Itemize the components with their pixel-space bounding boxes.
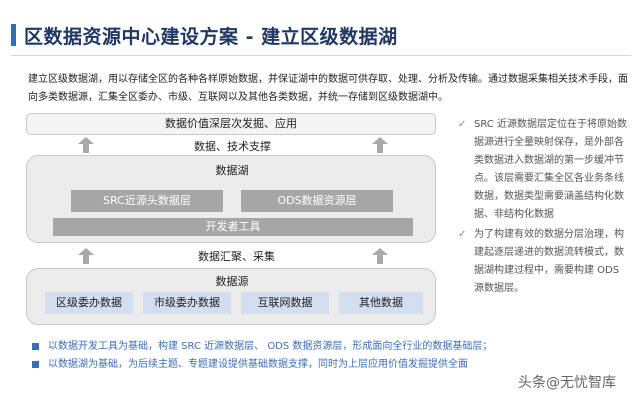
data-lake-title: 数据湖 (215, 164, 249, 177)
page-title: 区数据资源中心建设方案 - 建立区级数据湖 (24, 26, 398, 48)
collection-label: 数据汇聚、采集 (198, 250, 275, 263)
bottom-notes: 以数据开发工具为基础，构建 SRC 近源数据层、 ODS 数据资源层，形成面向全… (30, 338, 510, 374)
support-label: 数据、技术支撑 (194, 140, 271, 153)
data-source-container: 数据源 区级委办数据 市级委办数据 互联网数据 其他数据 (26, 268, 436, 325)
intro-paragraph: 建立区级数据湖，用以存储全区的各种各样原始数据，并保证湖中的数据可供存取、处理、… (28, 74, 628, 103)
title-accent-bar (11, 24, 16, 46)
data-source-title: 数据源 (215, 275, 249, 288)
data-lake-container: 数据湖 SRC近源头数据层 ODS数据资源层 开发者工具 (26, 155, 436, 243)
bottom-note-text: 以数据开发工具为基础，构建 SRC 近源数据层、 ODS 数据资源层，形成面向全… (48, 341, 493, 352)
up-arrow-icon (78, 137, 94, 153)
watermark-text: 头条@无忧智库 (518, 375, 616, 391)
side-note: ✓ 为了构建有效的数据分层治理，构建起逐层递进的数据流转模式，数据湖构建过程中，… (456, 226, 632, 298)
bottom-note: 以数据开发工具为基础，构建 SRC 近源数据层、 ODS 数据资源层，形成面向全… (30, 338, 510, 356)
source-item-internet: 互联网数据 (241, 292, 329, 314)
side-note: ✓ SRC 近源数据层定位在于将原始数据源进行全量映射保存，是外部各类数据进入数… (456, 116, 632, 224)
watermark: 头条@无忧智库 (518, 370, 636, 392)
ods-layer-box: ODS数据资源层 (241, 190, 393, 212)
bottom-note: 以数据湖为基础，为后续主题、专题建设提供基础数据支撑，同时为上层应用价值发掘提供… (30, 356, 510, 374)
square-bullet-icon (32, 361, 39, 368)
src-layer-box: SRC近源头数据层 (71, 190, 223, 212)
title-divider (11, 55, 631, 56)
checkmark-icon: ✓ (458, 119, 467, 130)
source-item-other: 其他数据 (339, 292, 423, 314)
side-notes: ✓ SRC 近源数据层定位在于将原始数据源进行全量映射保存，是外部各类数据进入数… (456, 116, 632, 300)
architecture-diagram: 数据价值深层次发掘、应用 数据、技术支撑 数据湖 SRC近源头数据层 ODS数据… (26, 113, 436, 325)
title-bar: 区数据资源中心建设方案 - 建立区级数据湖 (0, 0, 640, 62)
square-bullet-icon (32, 343, 39, 350)
value-application-box: 数据价值深层次发掘、应用 (26, 113, 436, 135)
bottom-note-text: 以数据湖为基础，为后续主题、专题建设提供基础数据支撑，同时为上层应用价值发掘提供… (48, 359, 468, 370)
side-note-text: 为了构建有效的数据分层治理，构建起逐层递进的数据流转模式，数据湖构建过程中，需要… (474, 229, 624, 294)
developer-tools-bar: 开发者工具 (53, 218, 413, 236)
source-item-district: 区级委办数据 (45, 292, 133, 314)
up-arrow-icon (372, 248, 388, 264)
checkmark-icon: ✓ (458, 229, 467, 240)
source-item-city: 市级委办数据 (143, 292, 231, 314)
up-arrow-icon (372, 137, 388, 153)
up-arrow-icon (78, 248, 94, 264)
side-note-text: SRC 近源数据层定位在于将原始数据源进行全量映射保存，是外部各类数据进入数据湖… (474, 119, 627, 220)
